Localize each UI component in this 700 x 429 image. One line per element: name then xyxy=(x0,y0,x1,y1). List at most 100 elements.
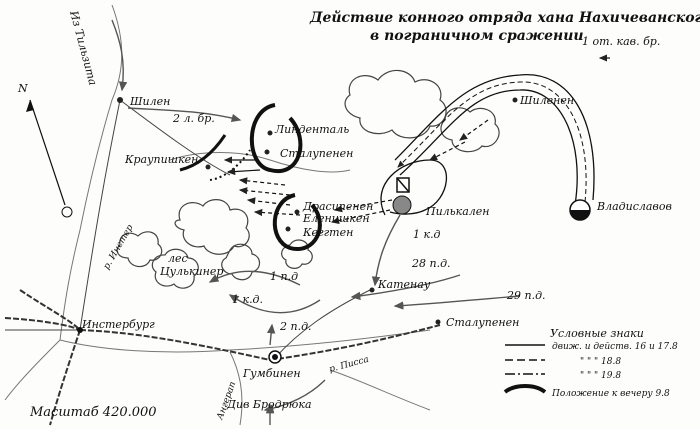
label-2pd: 2 п.д. xyxy=(279,320,312,333)
village-dot xyxy=(205,164,211,170)
label-forest-2: Цулькинер xyxy=(160,265,223,278)
label-div-brodryuka: Див Бродрюка xyxy=(226,398,312,411)
hq-flag-diagonal xyxy=(396,177,410,193)
label-pilkalen: Пилькален xyxy=(425,205,490,218)
unit-arrow-iz-tilzita xyxy=(111,19,128,92)
unit-label: 1 от. кав. бр. xyxy=(582,35,660,48)
legend-row-4: Положение к вечеру 9.8 xyxy=(551,389,670,399)
road xyxy=(119,99,231,176)
unit-arrow-2pd xyxy=(266,323,276,346)
river-line xyxy=(4,339,61,401)
label-kegten: Кеггтен xyxy=(302,226,353,239)
unit-arrow-1pd xyxy=(208,270,301,286)
attack-arrow xyxy=(333,199,393,213)
forest-area xyxy=(174,199,250,255)
village-dot xyxy=(117,97,123,103)
attack-arrow xyxy=(253,208,301,217)
south-marker xyxy=(61,206,73,218)
railway xyxy=(49,329,81,426)
unit-arrow-29pd xyxy=(393,295,521,310)
unit-arrow-28pd xyxy=(350,274,461,301)
railway xyxy=(19,289,81,331)
attack-arrow xyxy=(238,187,291,196)
attack-arrow xyxy=(428,141,466,161)
gumbinen-town-center xyxy=(272,354,278,360)
village-dot xyxy=(294,209,300,215)
movement-line xyxy=(397,81,587,203)
unit-arrow-1kd-south xyxy=(228,294,321,314)
front-line xyxy=(209,149,251,181)
movement-line xyxy=(399,89,578,206)
river-line xyxy=(169,152,351,173)
river-line xyxy=(329,369,431,411)
label-katenau: Катенау xyxy=(377,278,431,291)
label-stalupenen-south: Сталупенен xyxy=(446,316,519,329)
map-title: Действие конного отряда хана Нахичеванск… xyxy=(309,9,700,26)
legend-row-3: " " " 19.8 xyxy=(580,371,621,381)
unit-arrow-1kd xyxy=(371,214,401,287)
railways xyxy=(4,289,441,426)
label-29pd: 29 п.д. xyxy=(506,289,546,302)
label-2lbr: 2 л. бр. xyxy=(172,112,215,125)
forest-area xyxy=(344,69,447,139)
river-line xyxy=(229,351,243,426)
railway xyxy=(79,329,271,361)
north-arrow-shaft xyxy=(29,99,66,206)
unit-arrows xyxy=(111,19,521,425)
label-gumbinen: Гумбинен xyxy=(242,367,301,380)
label-1kd-south: 1 к.д. xyxy=(232,293,263,306)
label-stalupenen-north: Сталупенен xyxy=(280,147,353,160)
scale-label: Масштаб 420.000 xyxy=(29,405,157,420)
position-arc xyxy=(249,103,303,174)
pilkalen-position xyxy=(392,195,412,215)
forest-area xyxy=(440,107,500,153)
legend-row-2: " " " 18.8 xyxy=(580,357,621,367)
attack-arrow xyxy=(246,197,291,206)
legend-title: Условные знаки xyxy=(550,327,644,340)
attack-arrow xyxy=(459,119,489,141)
village-dots xyxy=(117,97,518,325)
attack-arrow xyxy=(330,209,391,225)
label-vladislavov: Владиславов xyxy=(596,200,672,213)
railway xyxy=(4,317,81,331)
position-arc xyxy=(272,193,322,252)
railway xyxy=(269,324,441,361)
insterburg-junction xyxy=(77,327,83,333)
label-1kd-north: 1 к.д xyxy=(413,228,441,241)
attack-arrow xyxy=(226,167,261,176)
river-line xyxy=(59,329,431,353)
label-river-pissa: р. Писса xyxy=(328,355,370,375)
label-shilen: Шилен xyxy=(129,95,170,108)
label-river-inster: р. Инстер xyxy=(102,223,136,271)
label-iz-tilzita: Из Тильзита xyxy=(67,8,100,86)
label-elenishken: Еленишкен xyxy=(302,212,370,225)
forest-area xyxy=(281,239,313,269)
village-dot xyxy=(285,226,291,232)
label-drusipenen: Драсипенен xyxy=(302,200,373,213)
unit-arrow-2lbr xyxy=(127,107,242,123)
front-line xyxy=(179,134,227,172)
label-forest-1: лес xyxy=(168,252,188,265)
north-arrow xyxy=(26,99,73,218)
cavalry-loop xyxy=(394,74,595,221)
village-dot xyxy=(512,97,518,103)
vladislavov-position-fill xyxy=(570,210,590,220)
attack-arrow xyxy=(238,177,286,186)
label-lindental: Линденталь xyxy=(274,123,349,136)
forest-area xyxy=(151,248,199,289)
pilkalen-loop xyxy=(380,159,447,216)
legend-position-arc xyxy=(503,384,547,394)
north-label: N xyxy=(17,82,28,95)
label-28pd: 28 п.д. xyxy=(411,257,451,270)
movement-line xyxy=(394,74,595,201)
north-arrow-head xyxy=(26,100,34,112)
label-insterburg: Инстербург xyxy=(81,318,155,331)
label-1pd: 1 п.д xyxy=(270,270,298,283)
label-kraupishken: Краупишкен xyxy=(124,153,198,166)
village-dot xyxy=(369,287,375,293)
attack-arrows xyxy=(223,54,610,225)
label-shilenen: Шиленен xyxy=(519,94,574,107)
map-subtitle: в пограничном сражении xyxy=(370,28,584,44)
